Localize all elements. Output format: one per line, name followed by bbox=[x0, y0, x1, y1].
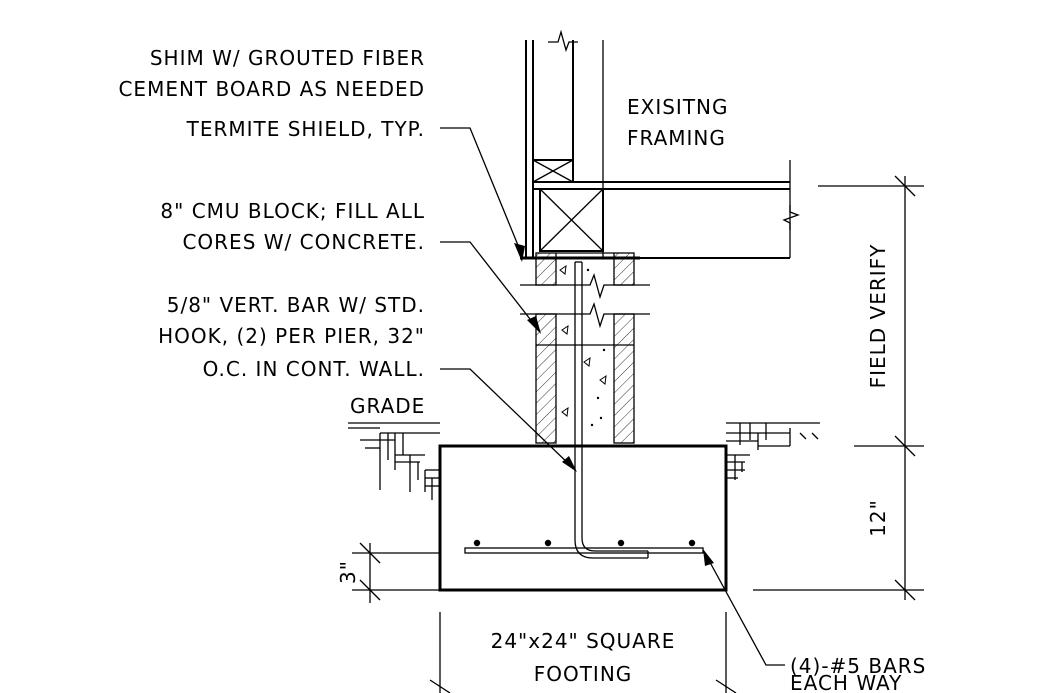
note-footing-line-1: 24"x24" SQUARE bbox=[491, 629, 676, 653]
footing bbox=[438, 444, 728, 592]
note-framing: EXISITNG FRAMING bbox=[627, 95, 729, 150]
note-termite: TERMITE SHIELD, TYP. bbox=[186, 117, 425, 141]
note-shim-line-1: SHIM W/ GROUTED FIBER bbox=[150, 46, 425, 70]
note-bar-line-2: HOOK, (2) PER PIER, 32" bbox=[158, 324, 425, 348]
note-shim-line-2: CEMENT BOARD AS NEEDED bbox=[118, 77, 425, 101]
dim-cover: 3" bbox=[336, 560, 360, 584]
note-footing-line-2: FOOTING bbox=[534, 662, 633, 686]
note-bar-line-1: 5/8" VERT. BAR W/ STD. bbox=[167, 293, 425, 317]
note-cmu: 8" CMU BLOCK; FILL ALL CORES W/ CONCRETE… bbox=[160, 199, 425, 254]
note-cmu-line-1: 8" CMU BLOCK; FILL ALL bbox=[160, 199, 425, 223]
note-rebar: (4)-#5 BARS EACH WAY bbox=[790, 654, 926, 693]
earth-right bbox=[726, 422, 820, 480]
dimension-lines bbox=[352, 175, 924, 693]
note-rebar-line-2: EACH WAY bbox=[790, 671, 902, 693]
note-shim: SHIM W/ GROUTED FIBER CEMENT BOARD AS NE… bbox=[118, 46, 425, 101]
note-framing-line-1: EXISITNG bbox=[627, 95, 729, 119]
leader-bar bbox=[440, 368, 577, 472]
dim-field-verify: FIELD VERIFY bbox=[866, 244, 890, 389]
leader-termite bbox=[440, 127, 525, 262]
note-footing: 24"x24" SQUARE FOOTING bbox=[491, 629, 676, 686]
note-framing-line-2: FRAMING bbox=[627, 126, 726, 150]
grade-label: GRADE bbox=[350, 394, 425, 418]
cmu-pier bbox=[520, 252, 650, 559]
leader-cmu bbox=[440, 241, 541, 334]
note-rebar-line-1: (4)-#5 BARS bbox=[790, 654, 926, 678]
leader-rebar bbox=[703, 549, 785, 666]
note-cmu-line-2: CORES W/ CONCRETE. bbox=[182, 230, 425, 254]
earth-left bbox=[348, 422, 440, 500]
note-bar: 5/8" VERT. BAR W/ STD. HOOK, (2) PER PIE… bbox=[158, 293, 425, 381]
note-bar-line-3: O.C. IN CONT. WALL. bbox=[203, 357, 425, 381]
dim-footing-depth: 12" bbox=[866, 499, 890, 537]
